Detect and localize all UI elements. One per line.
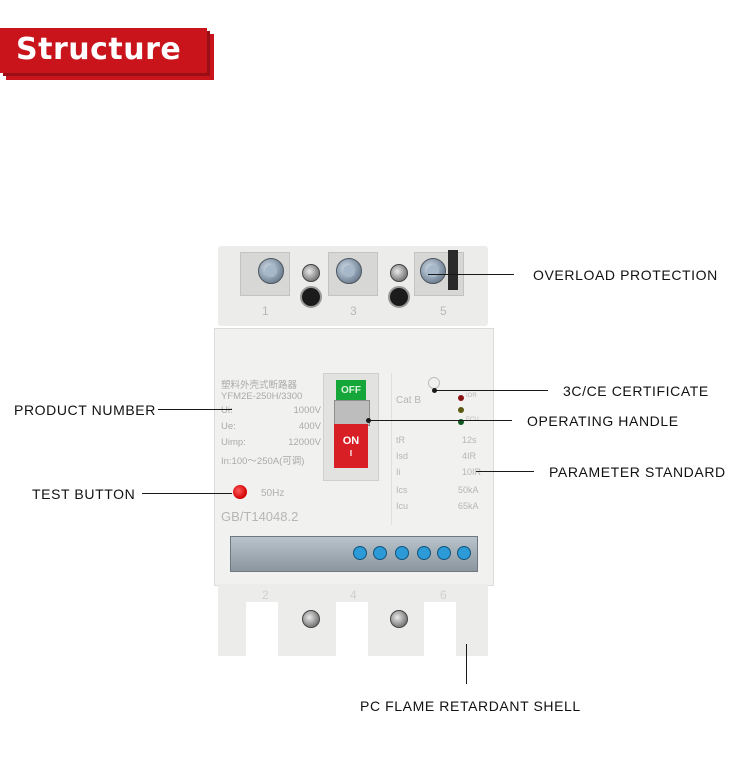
param-key: Ics <box>396 485 408 495</box>
terminal-screw-icon <box>258 258 284 284</box>
pole-number: 3 <box>350 304 357 318</box>
top-terminal-block: 1 3 5 <box>218 246 488 326</box>
terminal-screw-icon <box>420 258 446 284</box>
terminal-screw-icon <box>336 258 362 284</box>
adjust-dial-icon[interactable] <box>353 546 367 560</box>
circuit-breaker-image: 1 3 5 塑料外壳式断路器 YFM2E-250H/3300 Ui: 1000V… <box>214 246 494 656</box>
led-indicator-icon <box>458 407 464 413</box>
screw-icon <box>390 264 408 282</box>
off-indicator: OFF <box>336 380 366 402</box>
test-button[interactable] <box>233 485 247 499</box>
overload-leader-line <box>428 274 514 276</box>
param-value: 10IR <box>462 467 482 477</box>
certificate-leader-line <box>436 390 548 392</box>
operating-handle-label: OPERATING HANDLE <box>527 413 679 429</box>
shell-leader-line <box>466 644 468 684</box>
screw-icon <box>302 610 320 628</box>
product-info-panel: 塑料外壳式断路器 YFM2E-250H/3300 Ui: 1000V Ue: 4… <box>221 375 321 513</box>
param-value: 50kA <box>458 485 479 495</box>
product-number-label: PRODUCT NUMBER <box>14 402 156 418</box>
certificate-label: 3C/CE CERTIFICATE <box>563 383 709 399</box>
on-label: ON <box>342 435 360 447</box>
parameter-standard-label: PARAMETER STANDARD <box>549 464 726 480</box>
terminal-slot <box>246 602 278 656</box>
adjust-dial-icon[interactable] <box>417 546 431 560</box>
pole-number: 2 <box>262 588 269 602</box>
ui-value: 1000V <box>293 405 321 416</box>
certificate-leader-dot <box>432 388 437 393</box>
category-label: Cat B <box>396 395 422 406</box>
pole-number: 4 <box>350 588 357 602</box>
pole-number: 5 <box>440 304 447 318</box>
screw-icon <box>302 264 320 282</box>
standard-code: GB/T14048.2 <box>221 509 299 524</box>
on-indicator: ON I <box>334 424 368 468</box>
adjust-dial-icon[interactable] <box>373 546 387 560</box>
adjust-dial-icon[interactable] <box>395 546 409 560</box>
on-symbol: I <box>349 449 353 458</box>
led-label: IOR <box>466 393 477 399</box>
operating-handle[interactable] <box>334 400 370 426</box>
page-title: Structure <box>16 32 182 67</box>
adjust-dial-icon[interactable] <box>457 546 471 560</box>
pole-number: 1 <box>262 304 269 318</box>
handle-leader-dot <box>366 418 371 423</box>
parameter-leader-line <box>476 471 534 473</box>
shell-label: PC FLAME RETARDANT SHELL <box>360 698 581 714</box>
uimp-value: 12000V <box>288 437 321 448</box>
param-key: tR <box>396 435 405 445</box>
overload-protection-label: OVERLOAD PROTECTION <box>533 267 718 283</box>
param-key: Ii <box>396 467 401 477</box>
frequency: 50Hz <box>261 488 285 499</box>
parameter-panel: Cat B IOR ECU tR 12s Isd 4IR Ii 10IR Ics… <box>391 373 488 525</box>
handle-leader-line <box>370 420 512 422</box>
param-value: 4IR <box>462 451 477 461</box>
adjust-dial-icon[interactable] <box>437 546 451 560</box>
operating-handle-frame: OFF ON I <box>323 373 379 481</box>
test-button-leader-line <box>142 493 232 495</box>
terminal-hole <box>388 286 410 308</box>
ue-value: 400V <box>298 421 321 432</box>
screw-icon <box>390 610 408 628</box>
bottom-terminal-block: 2 4 6 <box>218 584 488 656</box>
model-number: YFM2E-250H/3300 <box>221 391 303 402</box>
adjustment-bar <box>230 536 478 572</box>
chinese-name: 塑料外壳式断路器 <box>221 380 298 391</box>
uimp-label: Uimp: <box>221 437 246 448</box>
title-banner: Structure <box>0 28 207 73</box>
current-range: In:100～250A(可调) <box>221 456 305 467</box>
product-number-leader-line <box>158 409 232 411</box>
param-key: Isd <box>396 451 409 461</box>
ue-label: Ue: <box>221 421 236 432</box>
overload-trip-bar <box>448 250 458 290</box>
terminal-hole <box>300 286 322 308</box>
terminal-slot <box>336 602 368 656</box>
param-key: Icu <box>396 501 409 511</box>
test-button-label: TEST BUTTON <box>32 486 136 502</box>
led-indicator-icon <box>458 395 464 401</box>
terminal-slot <box>424 602 456 656</box>
pole-number: 6 <box>440 588 447 602</box>
led-indicator-icon <box>458 419 464 425</box>
ui-label: Ui: <box>221 405 233 416</box>
param-value: 65kA <box>458 501 479 511</box>
param-value: 12s <box>462 435 477 445</box>
